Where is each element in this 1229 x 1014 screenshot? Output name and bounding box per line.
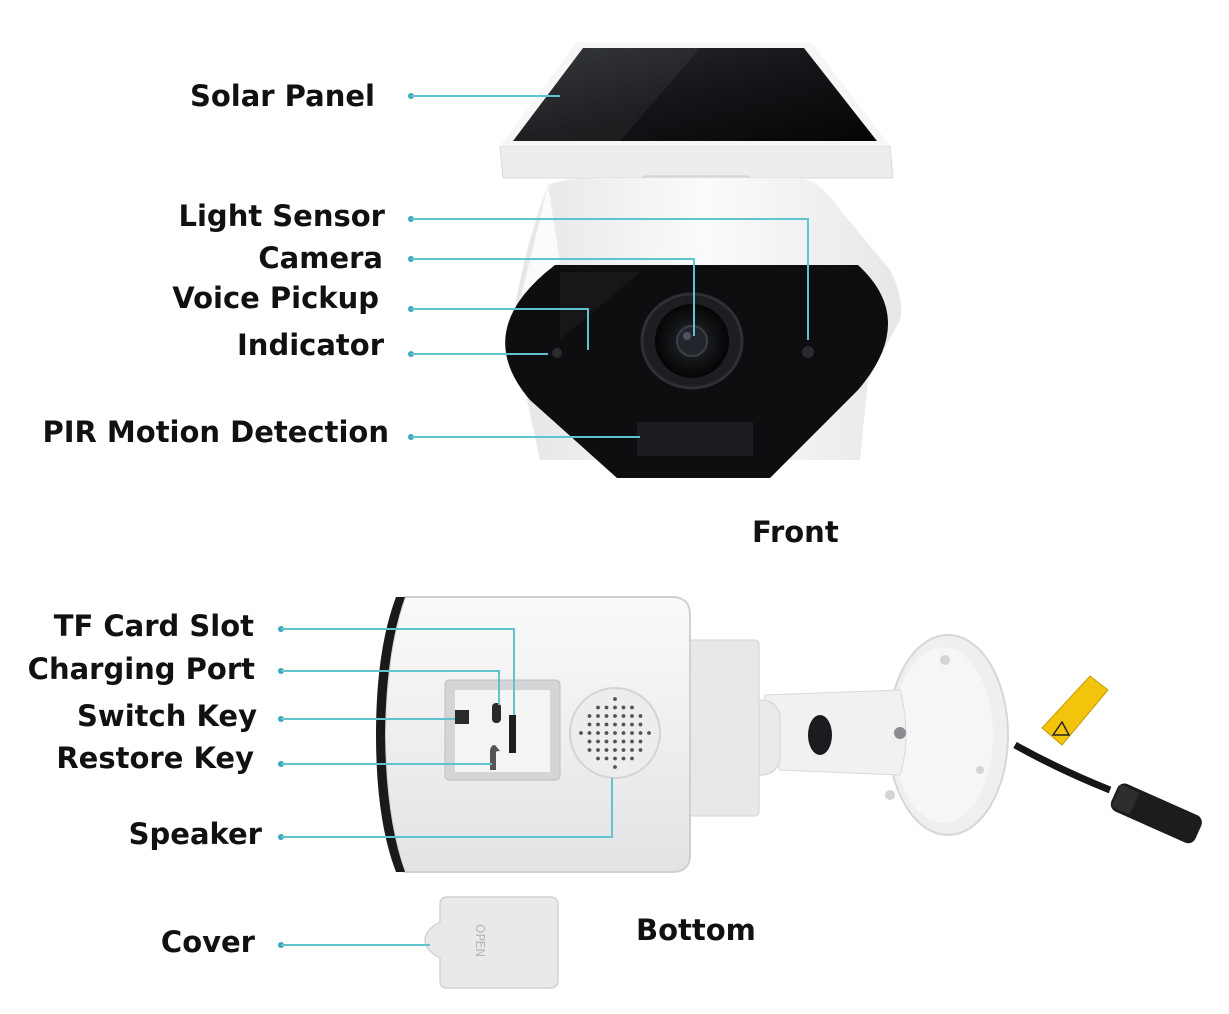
speaker-hole <box>588 731 592 735</box>
caption-bottom: Bottom <box>636 913 756 947</box>
speaker-hole <box>630 748 634 752</box>
power-cable <box>1015 745 1110 790</box>
light-sensor-window <box>802 346 814 358</box>
cover-open-text: OPEN <box>473 924 487 957</box>
bracket-plate <box>682 640 759 816</box>
speaker-hole <box>613 765 617 769</box>
solar-panel <box>500 42 893 178</box>
power-connector <box>1108 781 1204 846</box>
speaker-hole <box>596 714 600 718</box>
speaker-hole <box>622 748 626 752</box>
speaker-hole <box>596 731 600 735</box>
speaker-hole <box>639 740 643 744</box>
speaker-hole <box>630 714 634 718</box>
speaker-hole <box>630 757 634 761</box>
speaker-hole <box>630 731 634 735</box>
speaker-hole <box>596 740 600 744</box>
speaker-hole <box>613 757 617 761</box>
speaker-hole <box>622 723 626 727</box>
bottom-camera-illustration: OPEN <box>376 597 1204 988</box>
speaker-hole <box>639 748 643 752</box>
speaker-hole <box>639 731 643 735</box>
label-voice-pickup: Voice Pickup <box>172 281 379 315</box>
speaker-hole <box>613 740 617 744</box>
pir-sensor-window <box>637 422 753 456</box>
speaker-hole <box>605 714 609 718</box>
tf-card-slot <box>509 715 516 753</box>
label-camera: Camera <box>258 241 383 275</box>
speaker-hole <box>630 723 634 727</box>
speaker-hole <box>613 706 617 710</box>
speaker-hole <box>605 748 609 752</box>
speaker-hole <box>605 706 609 710</box>
label-light-sensor: Light Sensor <box>179 199 386 233</box>
switch-key <box>455 710 469 724</box>
speaker-hole <box>622 706 626 710</box>
label-charging-port: Charging Port <box>28 652 255 686</box>
label-tf-card-slot: TF Card Slot <box>54 609 254 643</box>
speaker-hole <box>579 731 583 735</box>
label-cover: Cover <box>161 925 256 959</box>
speaker-hole <box>596 757 600 761</box>
speaker-hole <box>647 731 651 735</box>
speaker-hole <box>622 714 626 718</box>
speaker-hole <box>630 706 634 710</box>
speaker-hole <box>639 714 643 718</box>
speaker-hole <box>596 706 600 710</box>
mount-arm <box>764 690 906 775</box>
speaker-hole <box>588 740 592 744</box>
label-pir-motion-detection: PIR Motion Detection <box>42 415 389 449</box>
cover-piece: OPEN <box>425 897 558 988</box>
label-switch-key: Switch Key <box>77 699 257 733</box>
speaker-hole <box>588 748 592 752</box>
speaker-hole <box>588 723 592 727</box>
label-speaker: Speaker <box>129 817 263 851</box>
speaker-hole <box>605 723 609 727</box>
camera-lens <box>642 294 742 388</box>
warning-tag <box>1042 676 1108 745</box>
label-restore-key: Restore Key <box>56 741 254 775</box>
label-indicator: Indicator <box>237 328 385 362</box>
speaker-hole <box>639 723 643 727</box>
speaker-hole <box>613 723 617 727</box>
speaker-grille <box>570 688 660 778</box>
speaker-hole <box>605 740 609 744</box>
speaker-hole <box>630 740 634 744</box>
speaker-hole <box>622 740 626 744</box>
indicator-light <box>552 348 562 358</box>
speaker-hole <box>605 731 609 735</box>
speaker-hole <box>613 731 617 735</box>
speaker-hole <box>622 731 626 735</box>
caption-front: Front <box>752 515 839 549</box>
label-solar-panel: Solar Panel <box>190 79 375 113</box>
speaker-hole <box>622 757 626 761</box>
speaker-hole <box>588 714 592 718</box>
speaker-hole <box>605 757 609 761</box>
speaker-hole <box>613 748 617 752</box>
speaker-hole <box>613 714 617 718</box>
charging-port <box>492 703 501 723</box>
speaker-hole <box>596 748 600 752</box>
speaker-hole <box>596 723 600 727</box>
speaker-hole <box>613 697 617 701</box>
